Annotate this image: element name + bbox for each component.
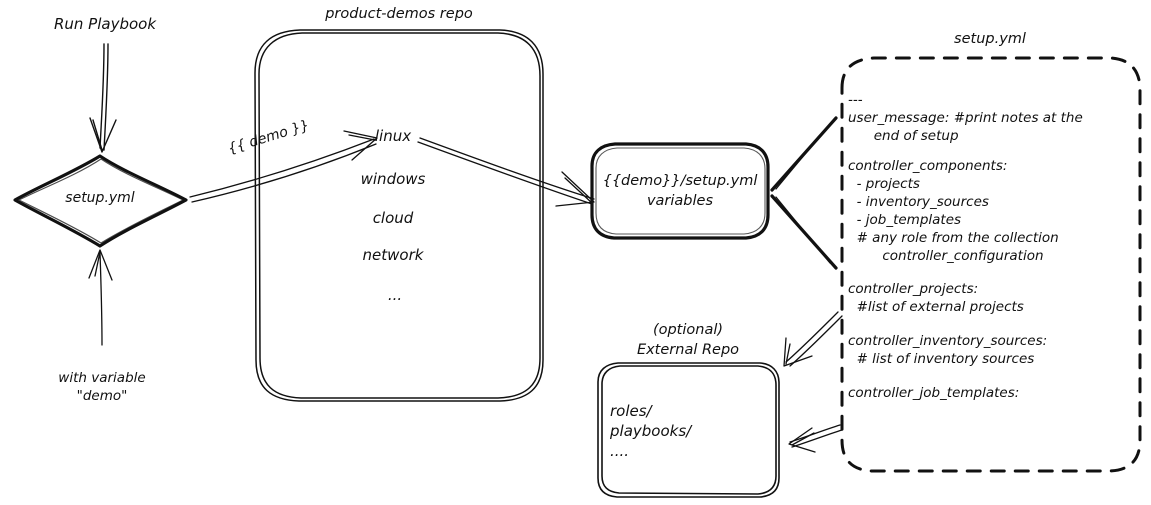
node-product-demos-repo xyxy=(254,29,544,402)
setup-yml-line xyxy=(848,145,1138,158)
node-external-repo xyxy=(597,362,780,498)
connector-setupyml-to-variables xyxy=(770,116,838,270)
setup-yml-line: controller_configuration xyxy=(848,247,1044,264)
label-run-playbook: Run Playbook xyxy=(53,15,157,33)
label-external-repo-line1: (optional) xyxy=(652,322,724,338)
arrow-demo-to-linux xyxy=(189,130,378,203)
label-setup-yml-box-title: setup.yml xyxy=(954,31,1026,47)
label-product-demos-repo-title: product-demos repo xyxy=(325,6,473,22)
setup-yml-line: # any role from the collection xyxy=(848,229,1059,246)
arrow-job-templates-to-external-repo xyxy=(788,424,843,453)
arrow-projects-to-external-repo xyxy=(783,311,843,367)
setup-yml-line: controller_components: xyxy=(848,158,1008,175)
repo-item-windows: windows xyxy=(360,170,426,188)
node-setup-yml-dashed-box xyxy=(840,56,1142,473)
setup-yml-line: - projects xyxy=(848,176,920,193)
repo-item-network: network xyxy=(362,246,424,264)
arrow-linux-to-variables xyxy=(417,137,595,207)
label-external-repo-line2: External Repo xyxy=(636,342,740,358)
external-repo-item-playbooks: playbooks/ xyxy=(610,422,692,440)
arrow-run-playbook xyxy=(89,43,117,153)
connector-setupyml-to-variables-inner xyxy=(775,123,831,264)
setup-yml-line xyxy=(848,265,1138,281)
node-demo-setup-variables xyxy=(590,142,770,240)
setup-yml-line: end of setup xyxy=(848,127,959,144)
external-repo-item-roles: roles/ xyxy=(610,402,652,420)
node-variables-line1: {{demo}}/setup.yml xyxy=(602,173,758,189)
setup-yml-line: - inventory_sources xyxy=(848,194,989,211)
setup-yml-line: user_message: #print notes at the xyxy=(848,109,1083,126)
setup-yml-line xyxy=(848,369,1138,385)
setup-yml-line xyxy=(848,317,1138,333)
node-demo-setup-variables-shadow xyxy=(595,147,766,235)
setup-yml-line: controller_projects: xyxy=(848,281,979,298)
arrow-with-variable xyxy=(88,249,113,346)
setup-yml-line: - job_templates xyxy=(848,211,962,228)
repo-item-linux: linux xyxy=(374,127,412,145)
label-with-variable-line2: "demo" xyxy=(76,388,128,404)
node-setup-yml-diamond-label: setup.yml xyxy=(65,190,135,206)
setup-yml-content: --- user_message: #print notes at the en… xyxy=(848,92,1138,402)
node-setup-yml-diamond xyxy=(13,154,188,248)
setup-yml-line: --- xyxy=(848,92,863,108)
repo-item-cloud: cloud xyxy=(372,209,414,227)
setup-yml-line: #list of external projects xyxy=(848,299,1024,316)
setup-yml-line: controller_job_templates: xyxy=(848,384,1020,401)
external-repo-item-ellipsis: .... xyxy=(610,442,630,460)
node-variables-line2: variables xyxy=(646,193,714,209)
label-with-variable-line1: with variable xyxy=(58,370,146,386)
node-setup-yml-diamond-shadow xyxy=(18,158,184,244)
repo-item-ellipsis: ... xyxy=(387,286,403,304)
setup-yml-line: controller_inventory_sources: xyxy=(848,332,1048,349)
setup-yml-line: # list of inventory sources xyxy=(848,350,1035,367)
